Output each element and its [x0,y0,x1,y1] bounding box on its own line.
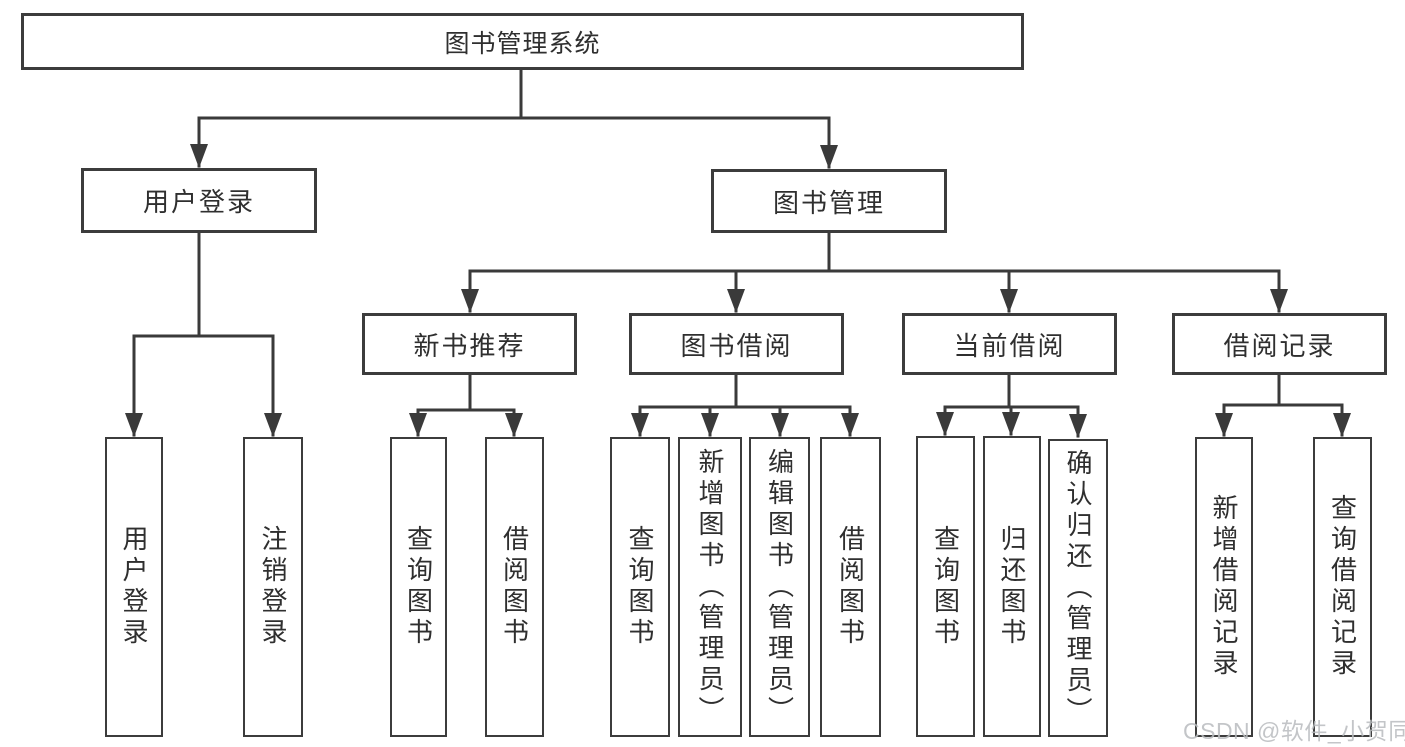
leaf-bb-borrow-books-label: 借阅图书 [835,525,866,649]
leaf-logout-label: 注销登录 [258,525,288,649]
leaf-bb-add-books-admin: 新增图书（管理员） [678,437,742,737]
node-new-book-recommend: 新书推荐 [362,313,577,375]
node-borrow-records: 借阅记录 [1172,313,1387,375]
leaf-nb-borrow-books: 借阅图书 [485,437,544,737]
leaf-user-login-label: 用户登录 [119,525,149,649]
leaf-bb-query-books: 查询图书 [610,437,670,737]
leaf-br-add-record-label: 新增借阅记录 [1209,494,1239,680]
leaf-user-login: 用户登录 [105,437,163,737]
node-root-label: 图书管理系统 [444,29,601,58]
leaf-bb-query-books-label: 查询图书 [625,525,655,649]
node-book-management-label: 图书管理 [772,187,885,218]
node-new-book-recommend-label: 新书推荐 [413,330,526,361]
leaf-logout: 注销登录 [243,437,303,737]
leaf-bb-add-books-admin-label: 新增图书（管理员） [695,447,725,727]
node-book-borrow-label: 图书借阅 [680,330,793,361]
leaf-br-query-record-label: 查询借阅记录 [1327,494,1358,680]
node-book-management: 图书管理 [711,169,947,233]
node-user-login-label: 用户登录 [142,187,255,217]
node-user-login: 用户登录 [81,168,317,233]
leaf-cb-query-books: 查询图书 [916,436,975,737]
node-current-borrow-label: 当前借阅 [953,330,1066,361]
node-book-borrow: 图书借阅 [629,313,844,375]
leaf-cb-return-books: 归还图书 [983,436,1041,737]
leaf-bb-edit-books-admin-label: 编辑图书（管理员） [764,447,795,727]
leaf-bb-borrow-books: 借阅图书 [820,437,881,737]
leaf-cb-return-books-label: 归还图书 [997,524,1027,649]
leaf-br-add-record: 新增借阅记录 [1195,437,1253,737]
leaf-nb-query-books-label: 查询图书 [403,525,434,649]
leaf-br-query-record: 查询借阅记录 [1313,437,1372,737]
leaf-nb-borrow-books-label: 借阅图书 [499,525,530,649]
node-borrow-records-label: 借阅记录 [1223,330,1336,361]
node-root: 图书管理系统 [21,13,1024,70]
leaf-cb-query-books-label: 查询图书 [930,524,961,649]
node-current-borrow: 当前借阅 [902,313,1117,375]
leaf-cb-confirm-return-admin-label: 确认归还（管理员） [1063,448,1093,728]
leaf-nb-query-books: 查询图书 [390,437,447,737]
leaf-bb-edit-books-admin: 编辑图书（管理员） [749,437,810,737]
leaf-cb-confirm-return-admin: 确认归还（管理员） [1048,439,1108,737]
watermark: CSDN @软件_小贺同学 [1183,718,1405,744]
